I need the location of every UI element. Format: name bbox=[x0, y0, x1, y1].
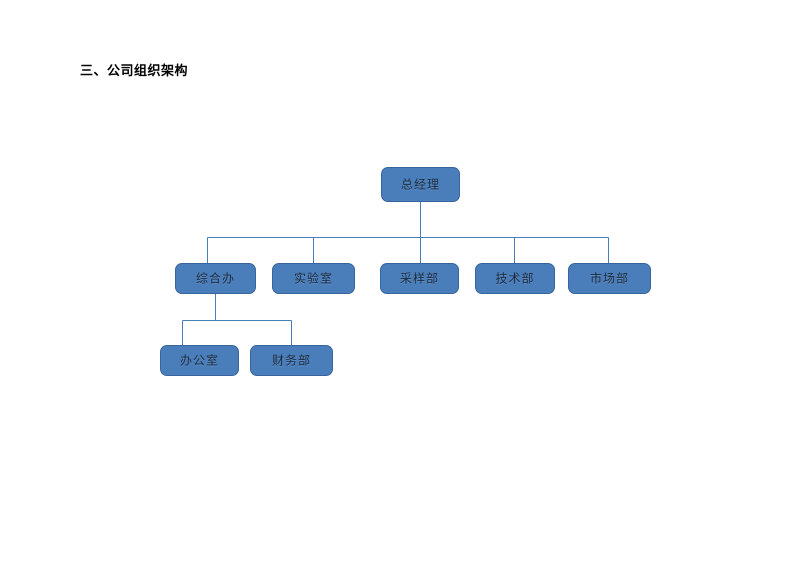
org-node-finance-department[interactable]: 财务部 bbox=[250, 345, 333, 376]
org-node-label: 市场部 bbox=[589, 271, 629, 286]
org-node-label: 财务部 bbox=[271, 353, 311, 368]
org-node-general-manager[interactable]: 总经理 bbox=[381, 167, 460, 202]
page-heading: 三、公司组织架构 bbox=[80, 64, 189, 79]
org-node-label: 技术部 bbox=[495, 271, 535, 286]
org-node-label: 实验室 bbox=[293, 271, 333, 286]
org-node-comprehensive-office[interactable]: 综合办 bbox=[175, 263, 256, 294]
org-node-label: 总经理 bbox=[400, 177, 440, 192]
org-node-office[interactable]: 办公室 bbox=[160, 345, 239, 376]
org-node-label: 办公室 bbox=[179, 353, 219, 368]
org-node-label: 采样部 bbox=[399, 271, 439, 286]
org-node-label: 综合办 bbox=[195, 271, 235, 286]
org-node-technology-department[interactable]: 技术部 bbox=[475, 263, 555, 294]
org-node-marketing-department[interactable]: 市场部 bbox=[568, 263, 651, 294]
org-node-laboratory[interactable]: 实验室 bbox=[272, 263, 355, 294]
org-node-sampling-department[interactable]: 采样部 bbox=[380, 263, 459, 294]
